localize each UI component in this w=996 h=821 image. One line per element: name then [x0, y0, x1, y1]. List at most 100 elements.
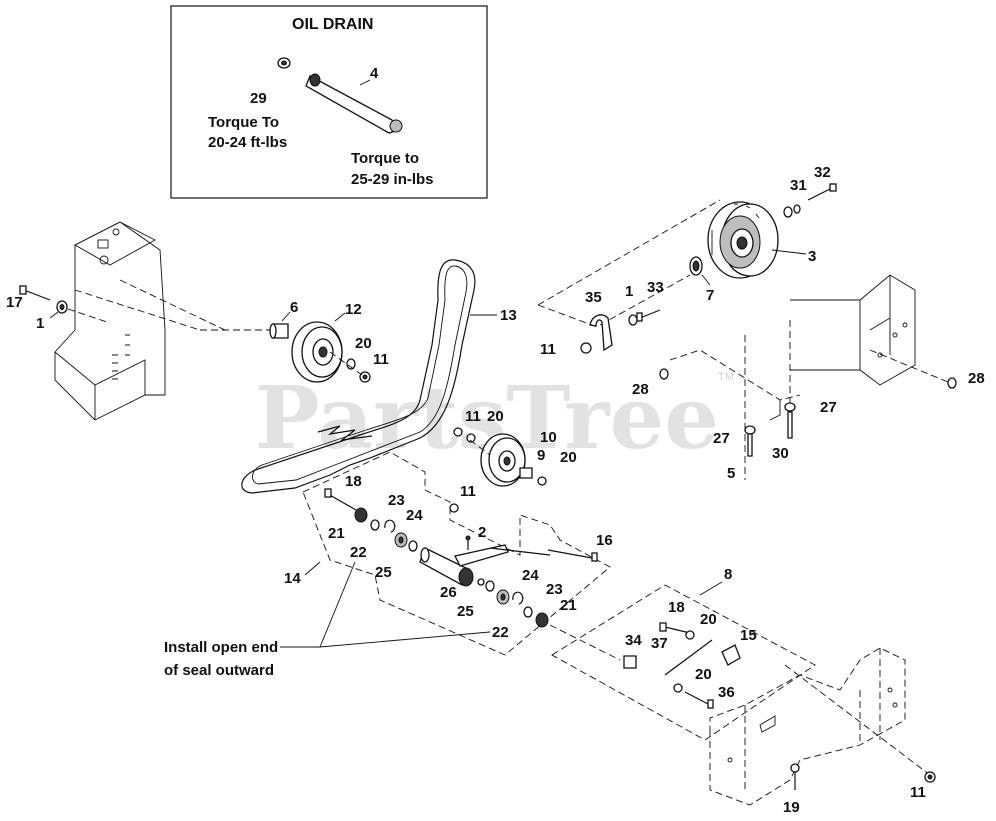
torque-4-line1: Torque to	[351, 150, 419, 167]
callout-12: 12	[345, 301, 362, 318]
washer-27-left	[744, 425, 756, 435]
idler-pulley-10	[480, 433, 526, 487]
callout-7: 7	[706, 287, 714, 304]
bolt-33	[636, 309, 661, 322]
callout-25-bottom: 25	[457, 603, 474, 620]
washer-20-a	[346, 358, 356, 370]
bearing-24-bottom	[496, 589, 510, 605]
callout-23-top: 23	[388, 492, 405, 509]
spring-37	[664, 639, 713, 676]
callout-14: 14	[284, 570, 301, 587]
torque-4-line2: 25-29 in-lbs	[351, 171, 434, 188]
callout-11-c: 11	[465, 408, 481, 425]
callout-3: 3	[808, 248, 816, 265]
grease-fitting-21-top	[354, 507, 368, 523]
spacer-34	[623, 655, 637, 669]
pivot-assembly-14-outline	[302, 451, 611, 656]
left-frame-bracket	[54, 221, 226, 421]
seal-22-bottom	[523, 606, 533, 618]
callout-35: 35	[585, 289, 602, 306]
nut-28-left	[659, 368, 669, 380]
electric-clutch-3	[707, 201, 779, 279]
bolt-18-bottom	[659, 622, 691, 634]
callout-9: 9	[537, 447, 545, 464]
nut-11-b	[580, 342, 592, 354]
inset-title: OIL DRAIN	[292, 16, 373, 33]
bolt-30	[787, 411, 793, 439]
callout-11-a: 11	[373, 351, 389, 368]
nut-11-d	[449, 503, 459, 513]
torque-29-line1: Torque To	[208, 114, 279, 131]
drain-tube-4	[305, 73, 403, 134]
spacer-9	[519, 467, 533, 479]
callout-11-d: 11	[460, 483, 476, 500]
nut-11-a	[359, 371, 371, 383]
callout-29: 29	[250, 90, 267, 107]
callout-18-top: 18	[345, 473, 362, 490]
bolt-18-top	[324, 488, 357, 511]
washer-1-left	[56, 300, 68, 314]
washer-20-d	[685, 630, 695, 640]
right-frame-top	[669, 274, 916, 480]
callout-11-b: 11	[540, 341, 556, 358]
callout-23-bottom: 23	[546, 581, 563, 598]
pin-2	[465, 535, 471, 550]
washer-31	[783, 204, 801, 218]
washer-25-top	[408, 540, 418, 552]
callout-4: 4	[370, 65, 379, 82]
fitting-26	[477, 578, 485, 586]
snap-ring-23-bottom	[512, 591, 524, 605]
callout-1-left: 1	[36, 315, 44, 332]
nut-28-right	[947, 377, 957, 389]
washer-27-right	[784, 402, 796, 412]
callout-28-left: 28	[632, 381, 649, 398]
oil-drain-inset: OIL DRAIN 29 Torque To 20-24 ft-lbs 4 To…	[170, 5, 488, 199]
inset-frame	[170, 5, 488, 199]
watermark-trademark: TM	[718, 371, 734, 383]
pivot-arm-tube	[419, 544, 551, 587]
bolt-36	[684, 691, 714, 709]
nut-11-c	[453, 427, 463, 437]
torque-29-line2: 20-24 ft-lbs	[208, 134, 287, 151]
spacer-7	[689, 256, 703, 276]
bolt-32	[807, 183, 837, 201]
callout-20-d: 20	[700, 611, 717, 628]
callout-24-bottom: 24	[522, 567, 539, 584]
callout-33: 33	[647, 279, 664, 296]
callout-18-bottom: 18	[668, 599, 685, 616]
bearing-24-top	[394, 532, 408, 548]
bolt-5	[747, 433, 753, 457]
grease-fitting-21-bottom	[535, 612, 549, 628]
callout-37: 37	[651, 635, 668, 652]
washer-20-c	[537, 476, 547, 486]
bolt-17	[19, 285, 51, 301]
callout-20-a: 20	[355, 335, 372, 352]
nut-11-e	[924, 771, 936, 783]
tensioner-group-8-outline	[551, 584, 816, 741]
washer-20-e	[673, 683, 683, 693]
callout-16: 16	[596, 532, 613, 549]
callout-6: 6	[290, 299, 298, 316]
callout-5: 5	[727, 465, 735, 482]
callout-22-bottom: 22	[492, 624, 509, 641]
callout-27-left: 27	[713, 430, 730, 447]
callout-30: 30	[772, 445, 789, 462]
callout-2: 2	[478, 524, 486, 541]
callout-21-bottom: 21	[560, 597, 577, 614]
spacer-15	[721, 644, 741, 666]
callout-32: 32	[814, 164, 831, 181]
callout-10: 10	[540, 429, 557, 446]
callout-19: 19	[783, 799, 800, 816]
spacer-6	[269, 323, 289, 339]
seal-note-leaders	[280, 561, 491, 648]
callout-24-top: 24	[406, 507, 423, 524]
callout-34: 34	[625, 632, 642, 649]
seal-22-top	[370, 519, 380, 531]
washer-1-right	[628, 314, 638, 326]
bracket-35	[589, 314, 613, 352]
bolt-16	[547, 549, 598, 562]
washer-20-b	[466, 433, 476, 443]
callout-8: 8	[724, 566, 732, 583]
